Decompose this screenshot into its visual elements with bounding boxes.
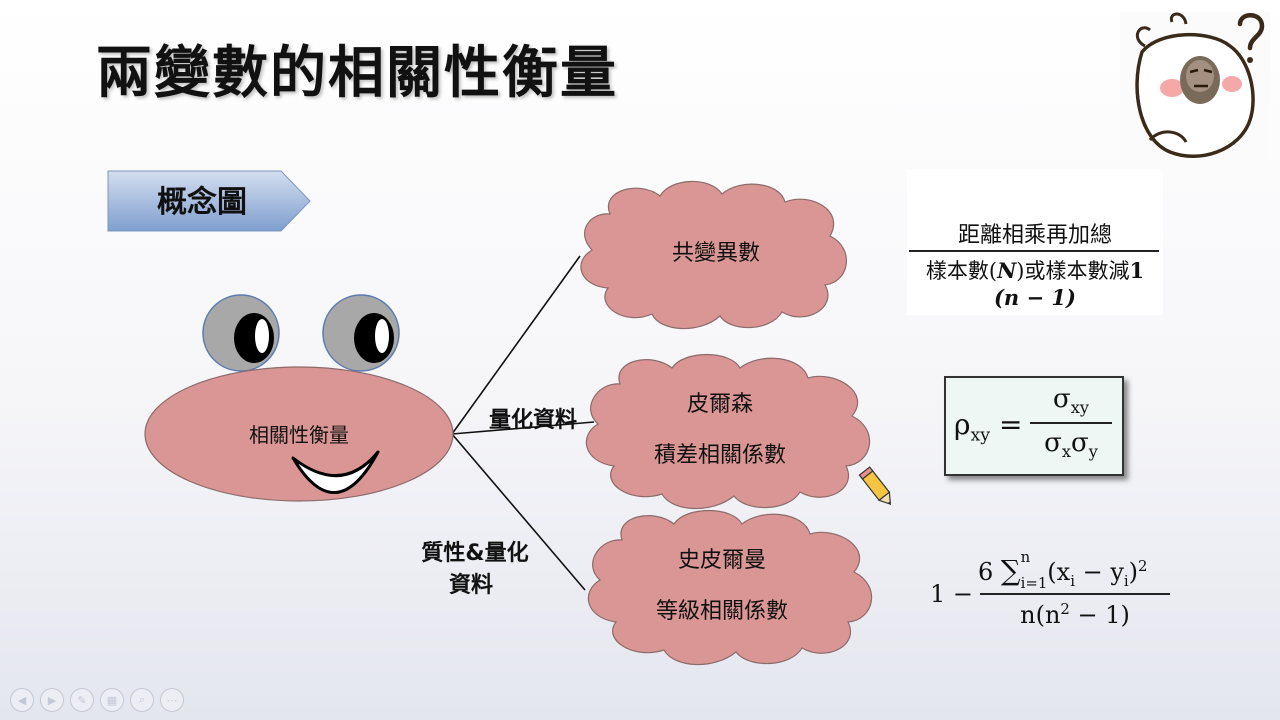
covariance-denominator: 樣本數(N)或樣本數減1: [925, 258, 1145, 283]
central-node-label: 相關性衡量: [249, 423, 349, 447]
line-to-spearman: [451, 433, 586, 591]
slides-icon[interactable]: ▦: [100, 688, 124, 712]
pen-icon[interactable]: ✎: [70, 688, 94, 712]
slideshow-nav: ◀ ▶ ✎ ▦ ⌕ ⋯: [10, 688, 184, 712]
cloud-covariance-label: 共變異數: [672, 241, 760, 266]
covariance-numerator: 距離相乘再加總: [957, 223, 1112, 248]
cloud-pearson-label-2: 積差相關係數: [654, 443, 786, 468]
left-eye: [202, 294, 280, 372]
pearson-fraction: σxy σxσy: [1030, 384, 1112, 461]
branch-label-quantitative: 量化資料: [489, 407, 577, 433]
smile-mouth: [291, 450, 380, 494]
branch-label-qualitative-1: 質性&量化: [421, 540, 528, 566]
right-eye: [322, 294, 400, 372]
cloud-covariance: 共變異數: [580, 180, 847, 330]
line-to-pearson: [451, 421, 595, 435]
concept-tag: 概念圖: [107, 170, 311, 232]
cloud-pearson: 皮爾森 積差相關係數: [585, 353, 871, 510]
covariance-formula-box: 距離相乘再加總 樣本數(N)或樣本數減1 (n − 1): [907, 169, 1163, 315]
slide-title: 兩變數的相關性衡量: [96, 41, 618, 106]
cloud-pearson-label-1: 皮爾森: [687, 392, 753, 417]
fraction-bar: [909, 250, 1159, 252]
cloud-spearman: 史皮爾曼 等級相關係數: [587, 509, 873, 666]
branch-label-qualitative-2: 資料: [449, 572, 493, 598]
cloud-spearman-label-1: 史皮爾曼: [678, 548, 766, 573]
pencil-cursor-icon: [858, 466, 892, 506]
covariance-denominator-line2: (n − 1): [994, 285, 1076, 310]
more-icon[interactable]: ⋯: [160, 688, 184, 712]
line-to-covariance: [451, 255, 581, 435]
prev-icon[interactable]: ◀: [10, 688, 34, 712]
cloud-spearman-label-2: 等級相關係數: [656, 599, 788, 624]
bear-sticker-icon: [1120, 12, 1270, 168]
zoom-icon[interactable]: ⌕: [130, 688, 154, 712]
pearson-lhs: ρxy =: [954, 408, 1023, 446]
concept-tag-label: 概念圖: [157, 185, 247, 220]
pearson-formula-box: ρxy = σxy σxσy: [944, 376, 1124, 476]
connector-lines: [451, 255, 595, 591]
central-node: 相關性衡量: [144, 366, 454, 502]
next-icon[interactable]: ▶: [40, 688, 64, 712]
